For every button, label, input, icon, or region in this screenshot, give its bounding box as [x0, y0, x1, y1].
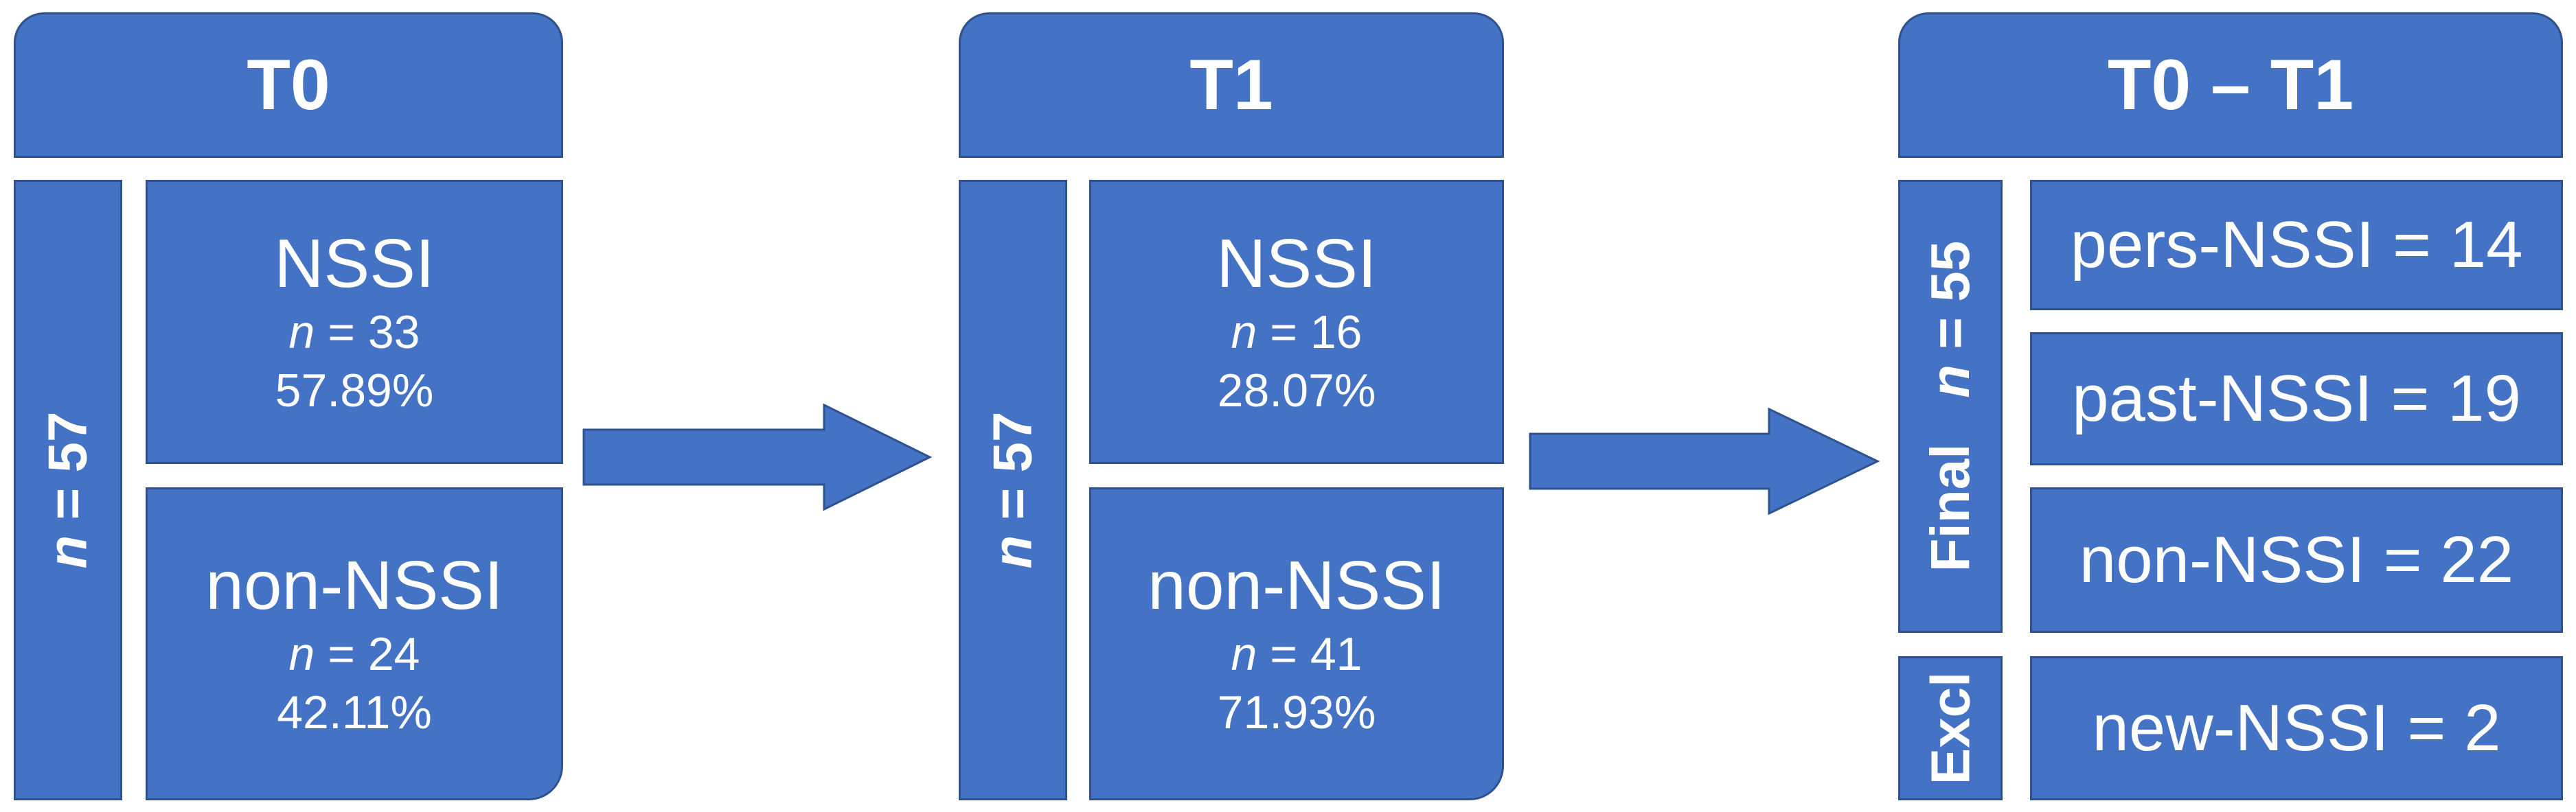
t1-group-nssi-percent: 28.07%	[1217, 364, 1376, 417]
t0-group-non-nssi-name: non-NSSI	[205, 546, 503, 624]
t1-group-nssi: NSSI n = 16 28.07%	[1089, 180, 1504, 464]
t1-group-non-nssi-n: n = 41	[1231, 627, 1363, 680]
t1-title: T1	[1189, 45, 1273, 125]
outcome-past-nssi-label: past-NSSI = 19	[2072, 362, 2521, 435]
t0-group-nssi-percent: 57.89%	[275, 364, 434, 417]
t1-header: T1	[959, 12, 1504, 158]
outcome-non-nssi-label: non-NSSI = 22	[2079, 523, 2514, 596]
t0-to-t1-arrow-icon	[582, 404, 933, 511]
t1-group-nssi-name: NSSI	[1216, 224, 1377, 302]
final-n-strip: Final n = 55	[1898, 180, 2003, 633]
excl-label: Excl	[1919, 671, 1981, 785]
t0-group-non-nssi-percent: 42.11%	[277, 686, 432, 739]
t0-title: T0	[247, 45, 330, 125]
t0-total-n: n = 57	[37, 411, 98, 569]
outcome-new-nssi-excluded: new-NSSI = 2	[2030, 656, 2563, 800]
t0-group-non-nssi: non-NSSI n = 24 42.11%	[146, 487, 563, 800]
t1-total-n-strip: n = 57	[959, 180, 1067, 800]
t0-group-non-nssi-n: n = 24	[288, 627, 420, 680]
t1-group-nssi-n: n = 16	[1231, 305, 1363, 358]
t1-to-t0t1-arrow-icon	[1529, 408, 1880, 515]
outcome-pers-nssi-label: pers-NSSI = 14	[2070, 208, 2523, 281]
final-n-label: Final n = 55	[1919, 240, 1981, 572]
t1-group-non-nssi: non-NSSI n = 41 71.93%	[1089, 487, 1504, 800]
outcome-non-nssi: non-NSSI = 22	[2030, 487, 2563, 633]
t1-total-n: n = 57	[982, 411, 1043, 569]
t0-total-n-strip: n = 57	[14, 180, 122, 800]
t0t1-header: T0 – T1	[1898, 12, 2563, 158]
t0-group-nssi: NSSI n = 33 57.89%	[146, 180, 563, 464]
t1-group-non-nssi-name: non-NSSI	[1148, 546, 1446, 624]
t0-header: T0	[14, 12, 563, 158]
t0-group-nssi-n: n = 33	[288, 305, 420, 358]
outcome-new-nssi-label: new-NSSI = 2	[2092, 691, 2501, 765]
outcome-past-nssi: past-NSSI = 19	[2030, 332, 2563, 465]
t0t1-title: T0 – T1	[2107, 45, 2354, 125]
excl-strip: Excl	[1898, 656, 2003, 800]
outcome-pers-nssi: pers-NSSI = 14	[2030, 180, 2563, 310]
t0-group-nssi-name: NSSI	[274, 224, 435, 302]
t1-group-non-nssi-percent: 71.93%	[1217, 686, 1376, 739]
